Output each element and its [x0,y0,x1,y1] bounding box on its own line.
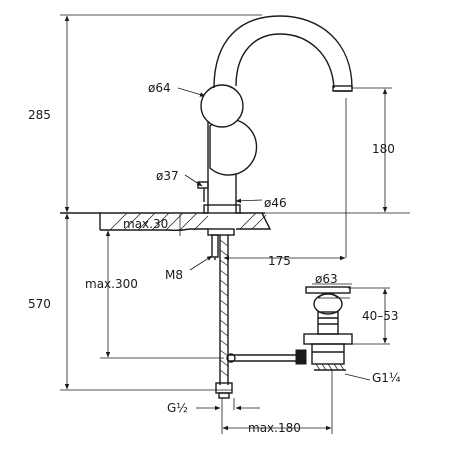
dimension-lines [64,15,388,431]
supply-thread-label: G½ [167,401,188,415]
total-height-upper-label: 285 [28,108,51,122]
spout-height-label: 180 [372,142,395,156]
total-height-lower-label: 570 [28,297,51,311]
waste-diameter-label: ø63 [315,272,338,286]
lever-diameter-label: ø37 [156,169,179,183]
waste-adjust-label: 40–53 [362,309,399,323]
waste-fitting [295,286,353,371]
extension-lines [60,14,410,434]
dimension-labels: 285 570 180 ø64 ø37 ø46 max.30 M8 175 ma… [28,81,401,435]
deck-thickness-label: max.30 [123,217,168,231]
worktop-deck [60,212,272,232]
hose-length-label: max.300 [85,277,138,291]
thread-size-label: M8 [165,268,183,282]
faucet-body [197,15,353,214]
rod-length-label: max.180 [248,421,301,435]
under-deck-assembly [207,228,300,399]
waste-thread-label: G1¼ [372,371,401,385]
spout-reach-label: 175 [268,254,291,268]
handle-diameter-label: ø64 [148,81,171,95]
base-diameter-label: ø46 [264,196,287,210]
